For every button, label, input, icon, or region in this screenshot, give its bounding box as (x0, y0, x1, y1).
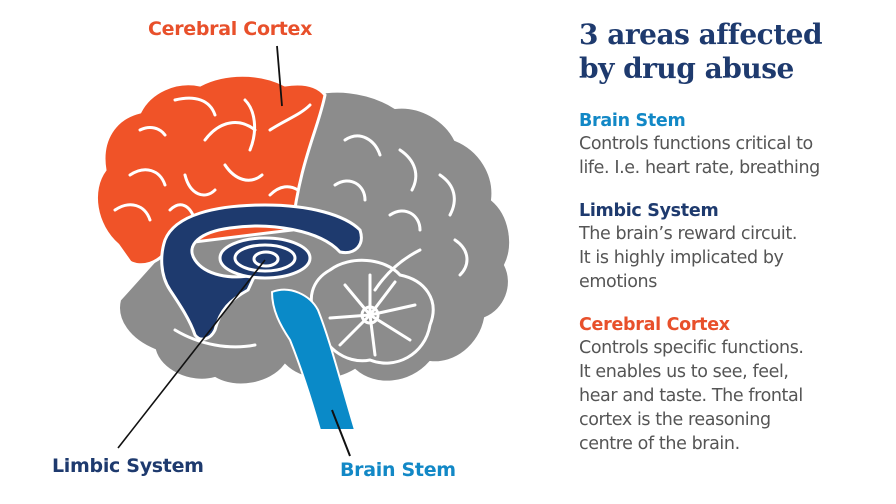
text-line: The brain’s reward circuit. (579, 224, 797, 244)
brain-stem-region (270, 288, 357, 431)
text-line: It is highly implicated by (579, 248, 784, 268)
panel-title: 3 areas affected by drug abuse (579, 18, 889, 86)
brain-illustration (94, 45, 512, 457)
cortex-pointer-line (276, 45, 283, 107)
text-line: Controls specific functions. (579, 338, 804, 358)
section-heading: Limbic System (579, 201, 719, 221)
section-limbic-system: Limbic System The brain’s reward circuit… (579, 200, 889, 294)
title-line-1: 3 areas affected (579, 18, 823, 51)
section-cerebral-cortex: Cerebral Cortex Controls specific functi… (579, 314, 889, 456)
text-line: hear and taste. The frontal (579, 386, 803, 406)
limbic-system-region (160, 203, 363, 341)
section-text: The brain’s reward circuit. It is highly… (579, 222, 889, 294)
limbic-pointer-line (117, 259, 266, 449)
title-line-2: by drug abuse (579, 52, 794, 85)
brain-stem-label: Brain Stem (340, 459, 456, 481)
section-heading: Cerebral Cortex (579, 315, 730, 335)
section-heading: Brain Stem (579, 111, 686, 131)
brain-diagram: Cerebral Cortex Limbic System Brain Stem (52, 18, 512, 481)
text-line: cortex is the reasoning (579, 410, 771, 430)
text-line: emotions (579, 272, 657, 292)
text-line: life. I.e. heart rate, breathing (579, 158, 820, 178)
text-line: centre of the brain. (579, 434, 740, 454)
section-brain-stem: Brain Stem Controls functions critical t… (579, 110, 889, 180)
cerebral-cortex-label: Cerebral Cortex (148, 18, 313, 40)
section-text: Controls functions critical to life. I.e… (579, 132, 889, 180)
text-line: It enables us to see, feel, (579, 362, 789, 382)
stem-pointer-line (331, 409, 351, 457)
limbic-system-label: Limbic System (52, 455, 204, 477)
text-line: Controls functions critical to (579, 134, 813, 154)
info-panel: 3 areas affected by drug abuse Brain Ste… (579, 18, 889, 476)
section-text: Controls specific functions. It enables … (579, 336, 889, 456)
